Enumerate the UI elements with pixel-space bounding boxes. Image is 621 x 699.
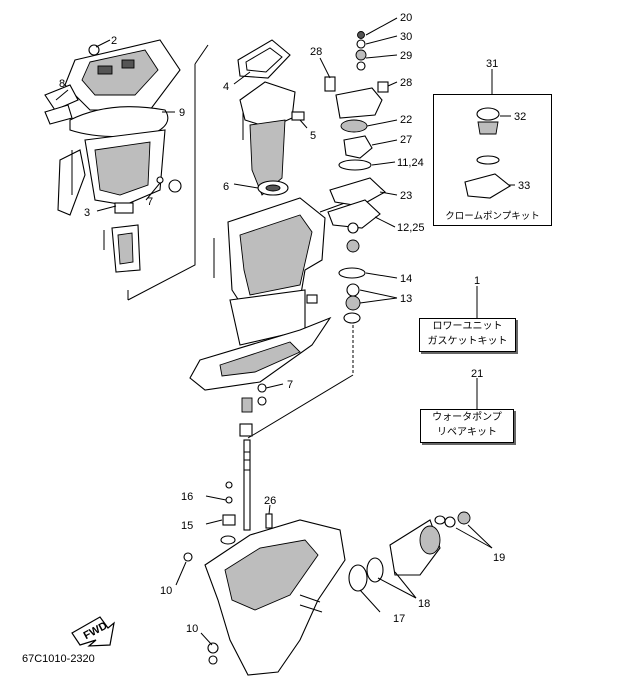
callout-7-upper: 7: [147, 196, 153, 208]
lower-casing-group: [189, 197, 354, 439]
callout-14: 14: [400, 273, 412, 285]
callout-28-right: 28: [400, 77, 412, 89]
pump-housing-group: [237, 39, 305, 196]
callout-10-upper: 10: [160, 585, 172, 597]
seal-stack-group: [338, 222, 366, 324]
callout-32: 32: [514, 111, 526, 123]
upper-casing-group: [44, 39, 209, 301]
water-pump-repair-kit-line1: ウォータポンプ: [432, 412, 502, 423]
callout-21: 21: [471, 368, 483, 380]
callout-1: 1: [474, 275, 480, 287]
prop-shaft-group: [348, 511, 471, 592]
callout-8: 8: [59, 78, 65, 90]
chrome-pump-kit-label: クロームポンプキット: [445, 211, 540, 222]
lower-unit-gasket-kit-line1: ロワーユニット: [432, 321, 503, 332]
chrome-pump-kit-frame: クロームポンプキット: [433, 94, 552, 226]
callout-19: 19: [493, 552, 505, 564]
water-pump-repair-kit-box: ウォータポンプ リペアキット: [420, 409, 514, 443]
catalog-code: 67C1010-2320: [22, 653, 95, 665]
callout-3: 3: [84, 207, 90, 219]
callout-13: 13: [400, 293, 412, 305]
callout-9: 9: [179, 107, 185, 119]
lower-unit-gasket-kit-box: ロワーユニット ガスケットキット: [419, 318, 516, 352]
callout-17: 17: [393, 613, 405, 625]
callout-16: 16: [181, 491, 193, 503]
callout-labels: 2 8 9 3 7 4 6 5 20 30 29 28 28 22 27 11,…: [59, 12, 530, 635]
callout-7-lower: 7: [287, 379, 293, 391]
callout-4: 4: [223, 81, 229, 93]
callout-30: 30: [400, 31, 412, 43]
leader-lines: [55, 17, 515, 646]
drive-shaft-group: [239, 397, 253, 531]
water-pump-repair-kit-line2: リペアキット: [437, 427, 497, 438]
callout-10-lower: 10: [186, 623, 198, 635]
gear-case-group: [183, 481, 346, 676]
callout-5: 5: [310, 130, 316, 142]
fwd-arrow: FWD: [71, 616, 115, 647]
callout-28-left: 28: [310, 46, 322, 58]
callout-22: 22: [400, 114, 412, 126]
chrome-pump-kit-parts: [464, 107, 511, 199]
callout-15: 15: [181, 520, 193, 532]
impeller-stack-group: [324, 31, 389, 229]
callout-27: 27: [400, 134, 412, 146]
callout-11-24: 11,24: [397, 157, 424, 169]
callout-31: 31: [486, 58, 498, 70]
callout-6: 6: [223, 181, 229, 193]
callout-2: 2: [111, 35, 117, 47]
callout-23: 23: [400, 190, 412, 202]
callout-26: 26: [264, 495, 276, 507]
callout-33: 33: [518, 180, 530, 192]
callout-20: 20: [400, 12, 412, 24]
callout-18: 18: [418, 598, 430, 610]
callout-29: 29: [400, 50, 412, 62]
lower-unit-gasket-kit-line2: ガスケットキット: [427, 336, 508, 347]
callout-12-25: 12,25: [397, 222, 425, 234]
